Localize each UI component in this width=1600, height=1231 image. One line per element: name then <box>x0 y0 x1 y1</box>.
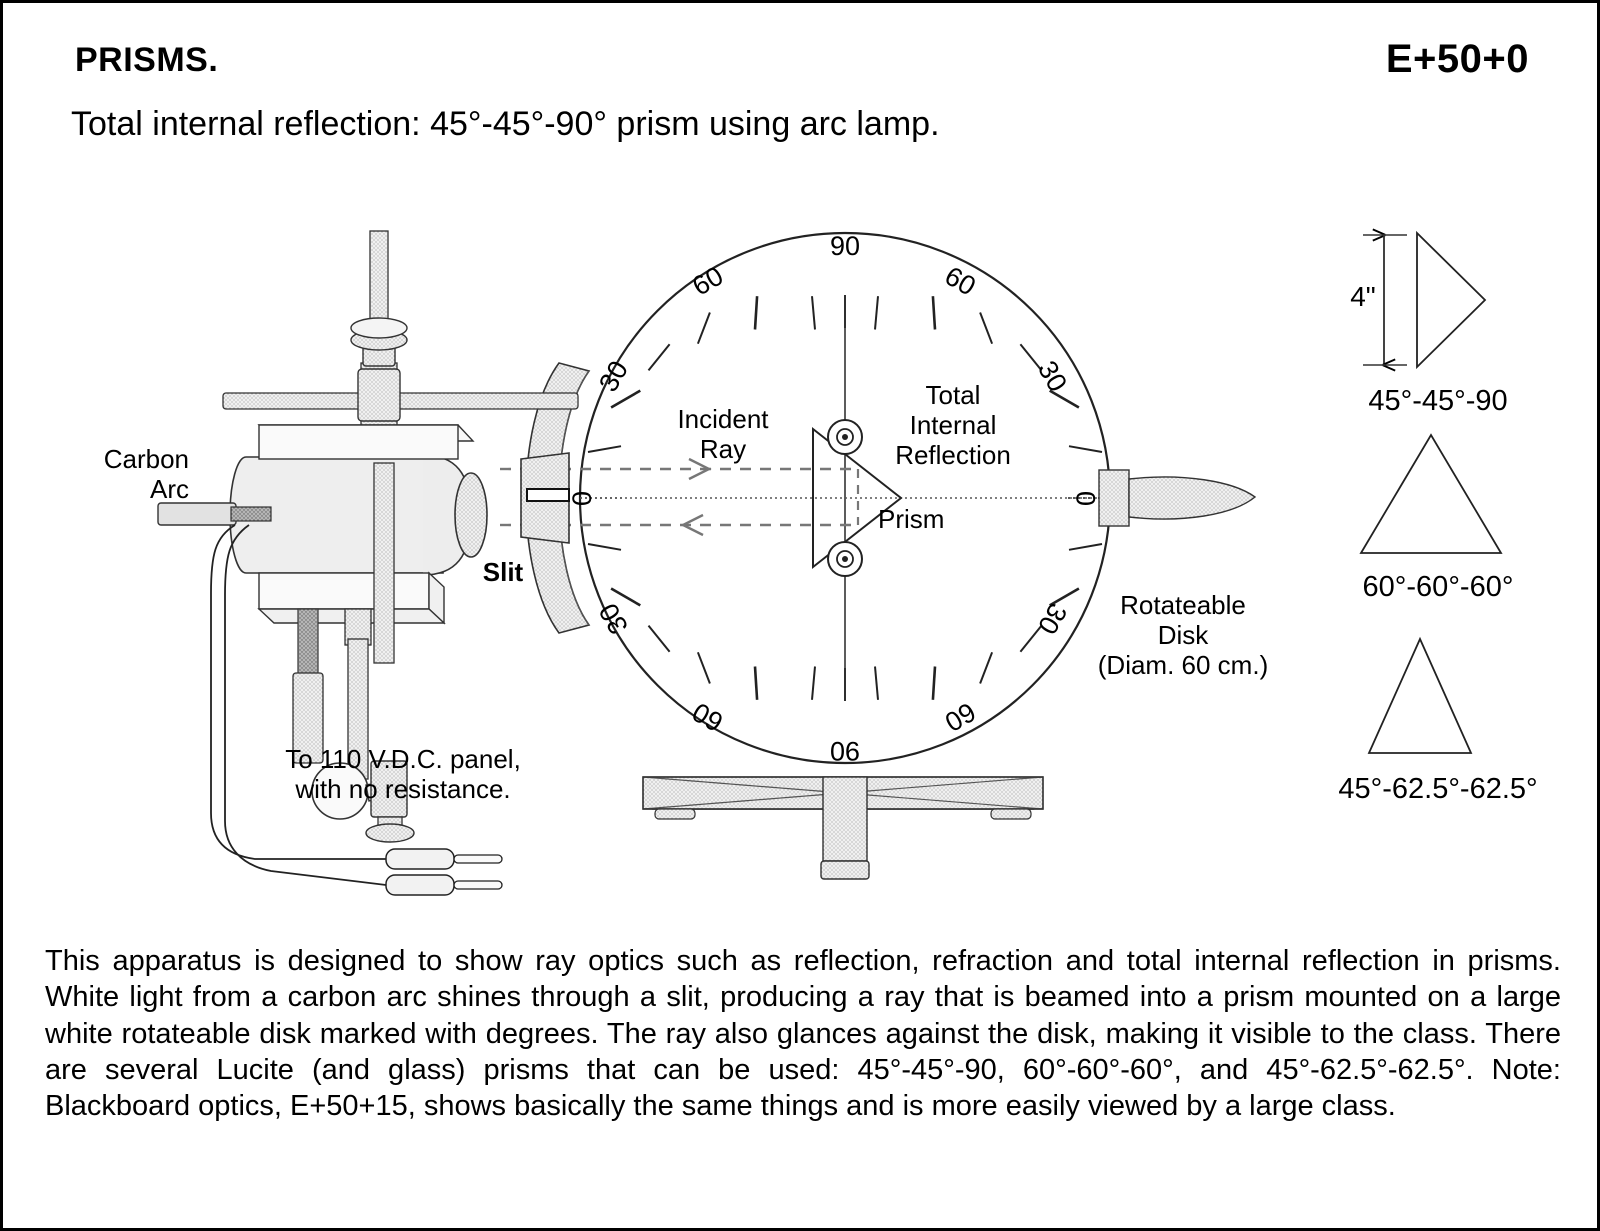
description-block: This apparatus is designed to show ray o… <box>45 943 1561 1124</box>
label-rotateable-disk: Rotateable Disk (Diam. 60 cm.) <box>1097 590 1269 680</box>
disk-stand <box>642 776 1044 880</box>
label-slit: Slit <box>482 557 524 587</box>
lamp-adjusters <box>292 462 415 843</box>
disk-scale-90-bottom: 90 <box>829 736 861 767</box>
prism-clamp-bottom <box>827 541 863 577</box>
slit-aperture <box>526 488 570 502</box>
apparatus-figure: Carbon Arc Slit Incident Ray Total Inter… <box>3 173 1597 913</box>
incident-ray-arrow <box>688 457 712 481</box>
prism-label-narrow: 45°-62.5°-62.5° <box>1338 773 1538 805</box>
slit-plate <box>520 452 570 544</box>
page-title: PRISMS. <box>75 41 219 79</box>
prism-label-equilateral: 60°-60°-60° <box>1362 571 1514 603</box>
prism-dimension-4in: 4" <box>1350 281 1376 312</box>
banana-plug-bottom <box>385 874 503 896</box>
reflected-ray-arrow <box>680 513 704 537</box>
disk-scale-0-left: 0 <box>566 491 597 507</box>
page-subtitle: Total internal reflection: 45°-45°-90° p… <box>71 105 940 143</box>
banana-plug-top <box>385 848 503 870</box>
prism-label-right-angle: 45°-45°-90 <box>1368 385 1508 417</box>
label-incident-ray: Incident Ray <box>677 404 769 464</box>
description-text: This apparatus is designed to show ray o… <box>45 945 1561 1122</box>
label-total-internal-reflection: Total Internal Reflection <box>895 380 1011 470</box>
prism-on-disk <box>812 419 903 577</box>
power-cord <box>210 524 387 886</box>
prism-clamp-top <box>827 419 863 455</box>
disk-scale-90-top: 90 <box>829 231 861 261</box>
disk-scale-0-right: 0 <box>1070 491 1101 507</box>
prism-sample-narrow <box>1367 636 1473 754</box>
ray-paths <box>500 457 860 537</box>
label-carbon-arc: Carbon Arc <box>103 444 189 504</box>
label-power-note: To 110 V.D.C. panel, with no resistance. <box>285 744 521 804</box>
carbon-arc-lamp <box>157 230 579 896</box>
disk-handle <box>1098 469 1257 527</box>
thumbscrew-bottom <box>365 823 415 843</box>
label-prism: Prism <box>878 504 945 534</box>
slit-arc-band <box>520 362 591 634</box>
carbon-electrode <box>157 502 272 526</box>
lamp-bottom-boss <box>258 572 430 610</box>
lamp-lens <box>454 472 488 558</box>
rotateable-disk <box>578 231 1257 880</box>
catalog-number: E+50+0 <box>1385 37 1529 81</box>
lamp-top-boss <box>258 424 459 460</box>
prism-sample-right-angle <box>1363 233 1487 367</box>
prism-sample-equilateral <box>1359 433 1503 554</box>
